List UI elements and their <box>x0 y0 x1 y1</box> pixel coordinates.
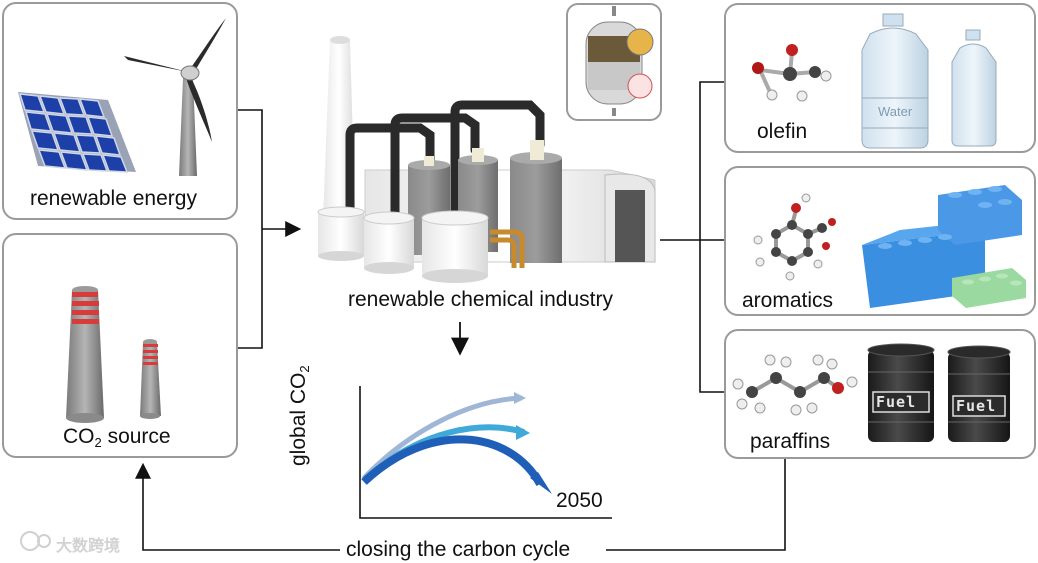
watermark-logo-icon <box>20 531 51 551</box>
co2-source-label: CO2 source <box>63 425 171 450</box>
carbon-cycle-label: closing the carbon cycle <box>346 538 571 561</box>
carbon-cycle-line <box>135 459 786 551</box>
co2-source-subscript: 2 <box>94 435 102 450</box>
co2-source-prefix: CO <box>63 425 95 448</box>
fuel-text-right: Fuel <box>956 397 997 415</box>
left-connector-lines <box>238 109 302 349</box>
aromatics-label: aromatics <box>742 289 834 312</box>
reactor-icon <box>585 6 654 116</box>
paraffins-molecule-icon <box>732 354 858 416</box>
fuel-text-left: Fuel <box>876 393 917 411</box>
chemical-plant-icon <box>317 36 656 283</box>
olefin-label: olefin <box>757 120 808 143</box>
co2-source-suffix: source <box>101 425 171 448</box>
watermark-text: 大数跨境 <box>56 538 121 555</box>
lego-bricks-icon <box>862 185 1026 308</box>
fuel-barrel-left-icon <box>867 343 935 442</box>
chart-ylabel-subscript: 2 <box>297 365 312 373</box>
chimney-icon <box>66 286 161 423</box>
chart-ylabel-prefix: global CO <box>287 372 310 466</box>
wind-turbine-icon <box>124 18 226 176</box>
co2-chart <box>359 386 612 519</box>
paraffins-label: paraffins <box>750 430 831 453</box>
water-bottle-small-icon <box>951 29 997 147</box>
water-bottle-text: Water <box>878 104 913 119</box>
co2-source-panel <box>2 233 238 458</box>
solar-panel-icon <box>18 92 136 173</box>
chart-y-axis-label: global CO2 <box>287 346 312 466</box>
renewable-energy-label: renewable energy <box>30 187 197 210</box>
chart-year-label: 2050 <box>556 489 603 512</box>
fuel-barrel-right-icon <box>947 345 1011 442</box>
water-bottle-large-icon <box>861 13 929 149</box>
industry-label: renewable chemical industry <box>348 288 613 311</box>
aromatics-molecule-icon <box>753 193 836 281</box>
right-connector-lines <box>660 81 724 393</box>
olefin-molecule-icon <box>752 44 832 102</box>
